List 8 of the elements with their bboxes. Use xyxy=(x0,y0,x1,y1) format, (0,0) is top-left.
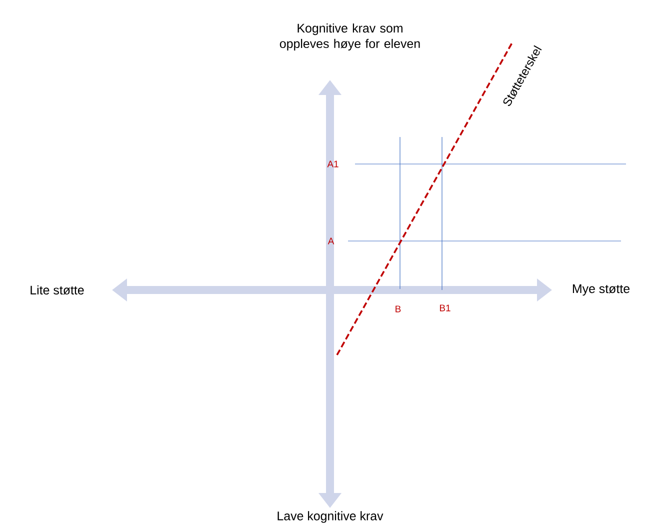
axis-label: Mye støtte xyxy=(572,284,630,296)
point-label: A1 xyxy=(327,160,338,168)
axis-label: Kognitive krav som oppleves høye for eleven xyxy=(280,23,420,51)
point-label: A xyxy=(328,238,334,244)
point-label: B1 xyxy=(440,304,450,312)
axis-label: Lave kognitive krav xyxy=(278,511,384,523)
point-label: B xyxy=(396,306,401,312)
axis-label: Lite støtte xyxy=(30,285,84,295)
